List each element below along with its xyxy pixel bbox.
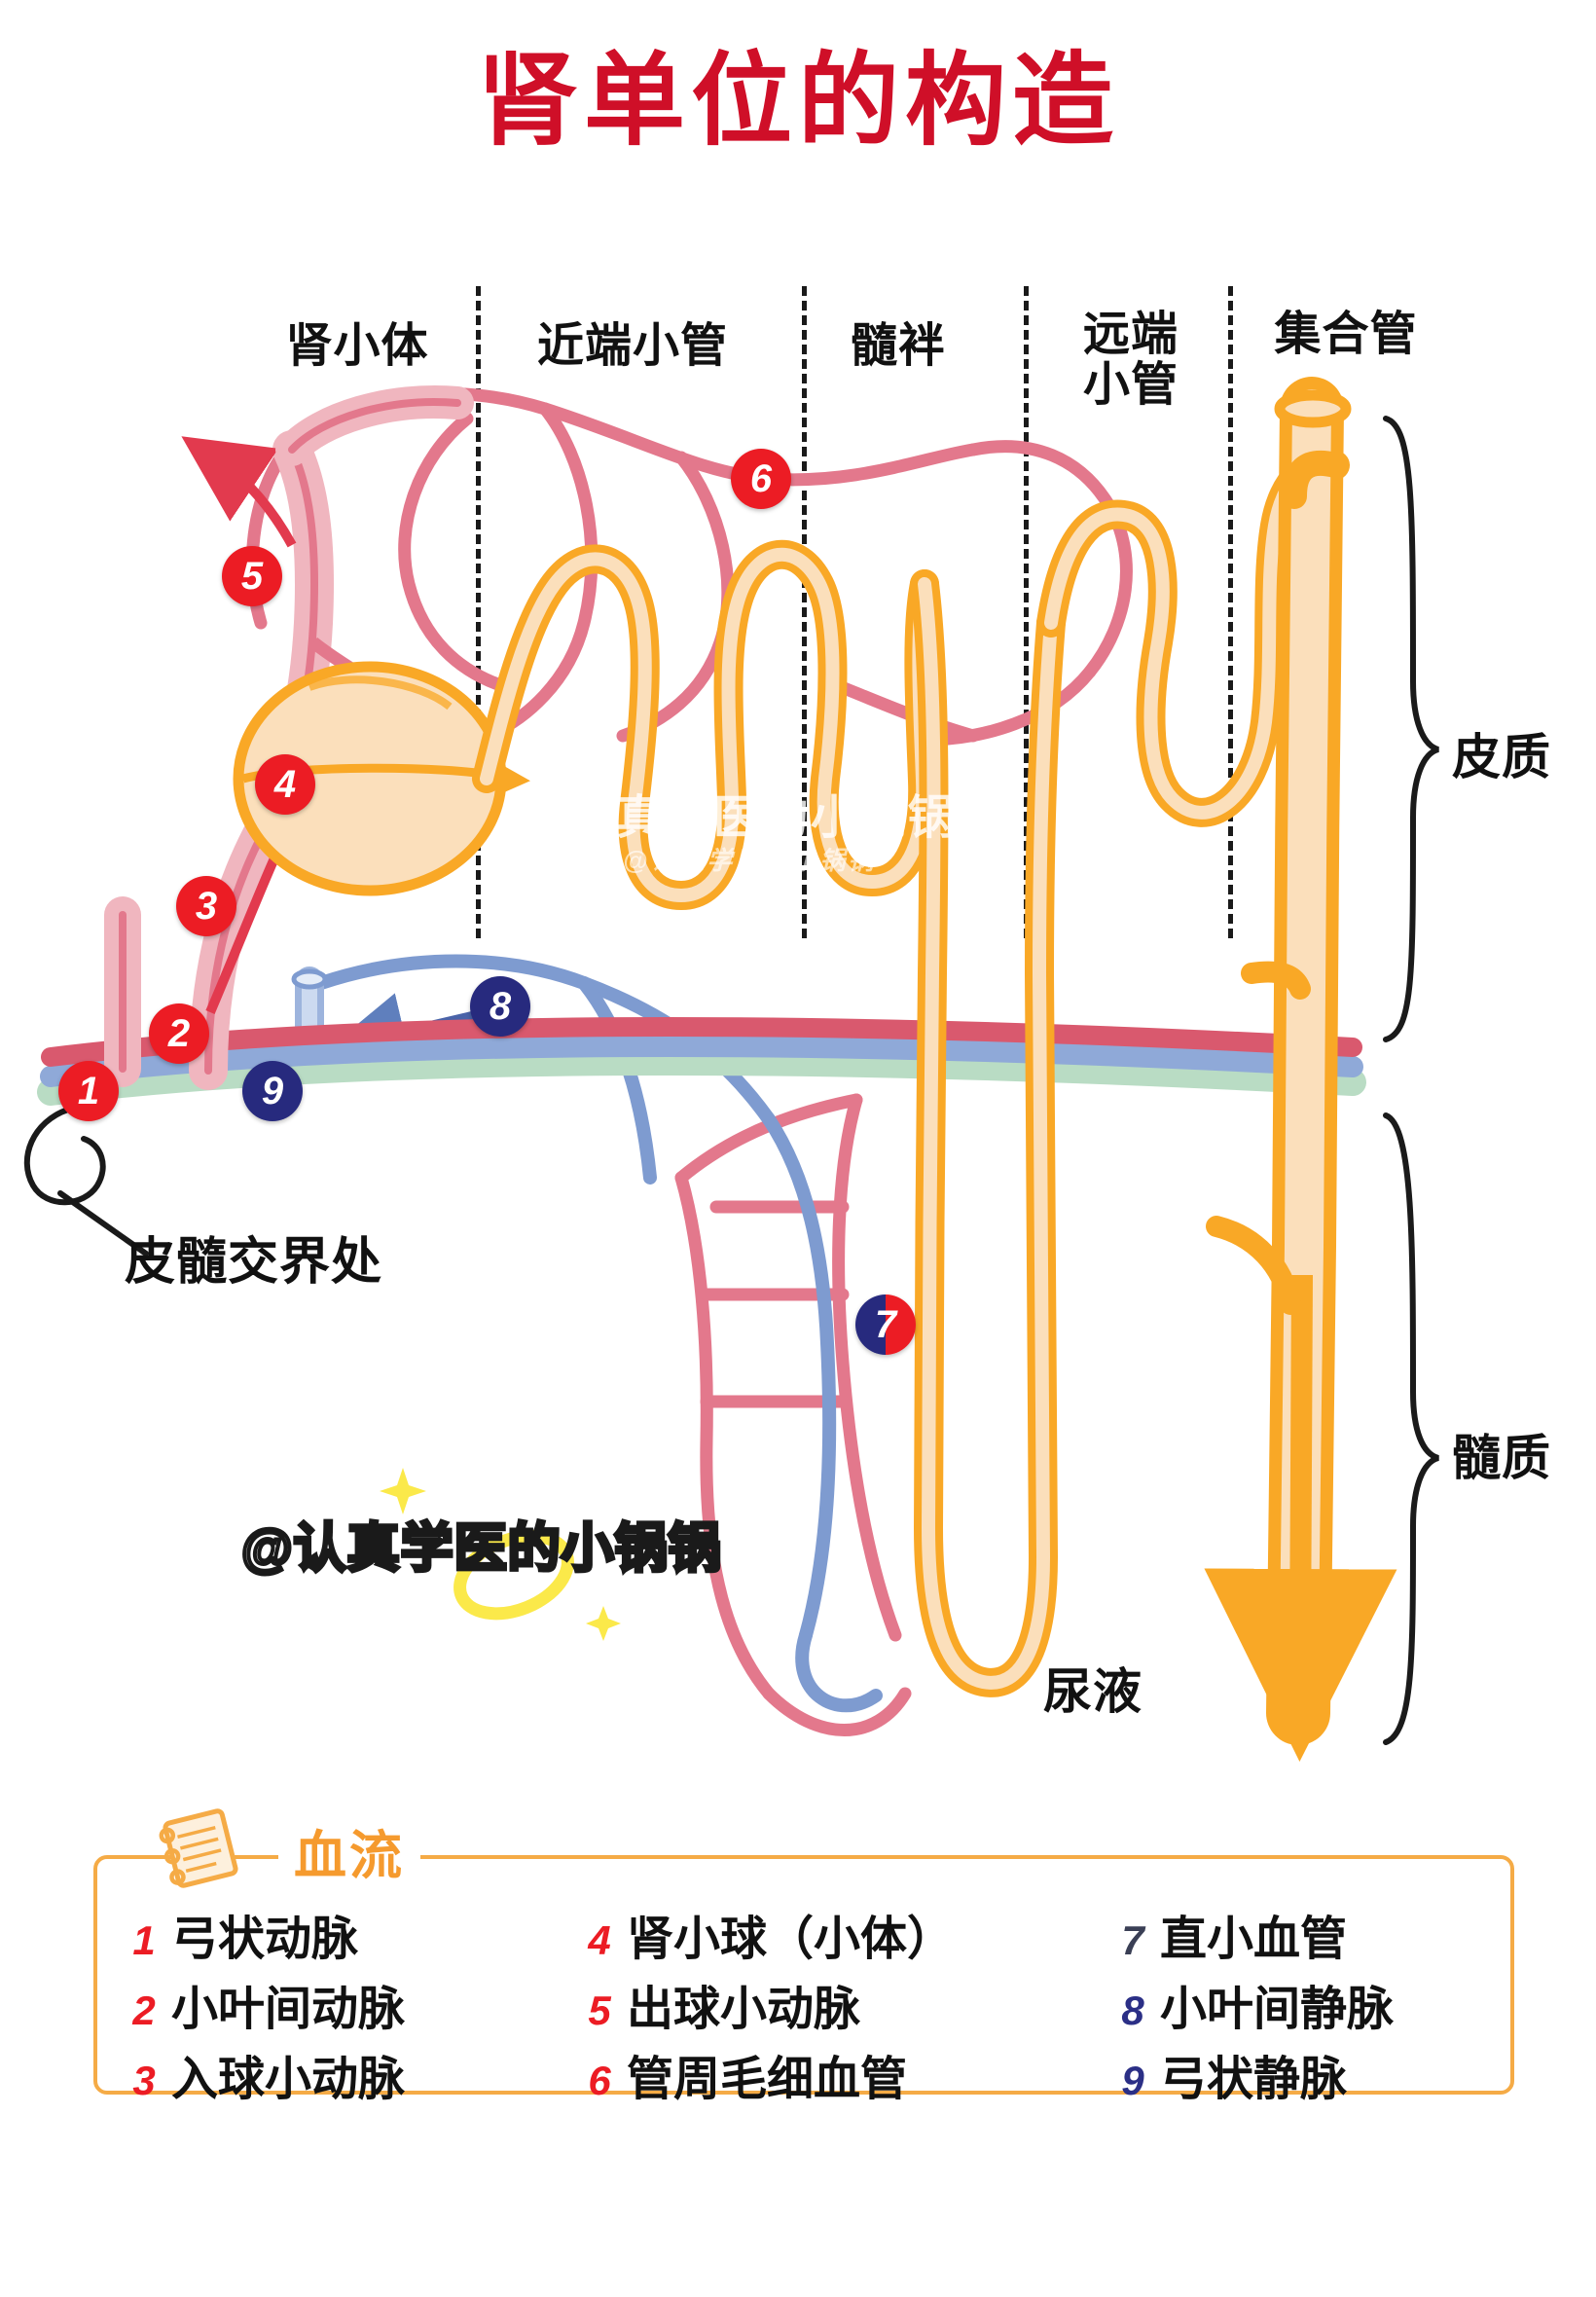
region-braces — [1383, 416, 1440, 1745]
zone-divider-2 — [802, 286, 807, 938]
medulla-brace — [1383, 1112, 1440, 1745]
loop-of-henle — [910, 569, 1066, 1697]
legend-number: 3 — [132, 2058, 156, 2103]
cortex-brace — [1383, 416, 1440, 1042]
proximal-convoluted-tubule-lumen — [480, 547, 931, 902]
loop-of-henle-lumen — [918, 577, 1058, 1690]
label-corticomedullary-junction: 皮髓交界处 — [125, 1234, 383, 1291]
label-cortex: 皮质 — [1452, 730, 1551, 784]
legend-item: 7 直小血管 — [1113, 1900, 1394, 1970]
legend-column-1: 1 弓状动脉 2 小叶间动脉 3 入球小动脉 — [125, 1900, 405, 2110]
page-title: 肾单位的构造 — [476, 45, 1119, 158]
zone-label-loop-of-henle: 髓袢 — [850, 320, 946, 372]
legend-box — [93, 1855, 1514, 2095]
legend-label: 肾小球（小体） — [627, 1914, 955, 1965]
legend-item: 9 弓状静脉 — [1113, 2040, 1394, 2110]
legend-item: 1 弓状动脉 — [125, 1900, 405, 1970]
legend-number: 2 — [132, 1987, 156, 2033]
marker-2[interactable]: 2 — [149, 1003, 209, 1064]
label-urine: 尿液 — [1043, 1664, 1143, 1719]
efferent-arteriole-arrow — [181, 436, 297, 548]
legend-label: 入球小动脉 — [171, 2054, 406, 2105]
collecting-duct — [1204, 377, 1397, 1762]
zone-divider-1 — [476, 286, 481, 938]
legend-item: 2 小叶间动脉 — [125, 1970, 405, 2040]
legend-item: 6 管周毛细血管 — [580, 2040, 954, 2110]
legend-label: 小叶间静脉 — [1160, 1984, 1395, 2035]
watermark-faint-sub: @认真学医的小锅锅 — [623, 846, 877, 875]
notebook-icon — [159, 1808, 238, 1888]
marker-5[interactable]: 5 — [222, 546, 282, 606]
watermark-main: @认真学医的小锅锅 — [239, 1517, 723, 1580]
sparkle-decoration — [380, 1468, 621, 1641]
legend-number: 6 — [588, 2058, 611, 2103]
distal-convoluted-tubule-lumen — [1044, 456, 1342, 820]
urine-flow-arrow — [1204, 1274, 1397, 1762]
marker-4[interactable]: 4 — [255, 754, 315, 815]
zone-label-renal-corpuscle: 肾小体 — [285, 320, 429, 372]
legend-label: 直小血管 — [1160, 1914, 1348, 1965]
legend-item: 5 出球小动脉 — [580, 1970, 954, 2040]
legend-column-2: 4 肾小球（小体） 5 出球小动脉 6 管周毛细血管 — [580, 1900, 954, 2110]
legend-label: 小叶间动脉 — [171, 1984, 406, 2035]
marker-7[interactable]: 7 — [855, 1294, 916, 1355]
legend-label: 出球小动脉 — [627, 1984, 861, 2035]
watermark-faint: @认真学医的小锅锅 — [520, 792, 957, 844]
legend-item: 4 肾小球（小体） — [580, 1900, 954, 1970]
zone-label-collecting-duct: 集合管 — [1274, 309, 1418, 360]
zone-label-distal-tubule: 远端 小管 — [1082, 309, 1179, 411]
legend-number: 4 — [588, 1917, 611, 1963]
junction-pointer — [23, 1107, 149, 1257]
renal-corpuscle-shape — [233, 661, 507, 896]
legend-number: 1 — [132, 1917, 156, 1963]
zone-label-proximal-tubule: 近端小管 — [536, 320, 728, 372]
legend-label: 弓状静脉 — [1160, 2054, 1348, 2105]
legend-number: 9 — [1121, 2058, 1144, 2103]
label-medulla: 髓质 — [1452, 1431, 1551, 1485]
legend-item: 8 小叶间静脉 — [1113, 1970, 1394, 2040]
legend-column-3: 7 直小血管 8 小叶间静脉 9 弓状静脉 — [1113, 1900, 1394, 2110]
marker-1[interactable]: 1 — [58, 1061, 119, 1121]
vasa-recta-pink — [674, 1093, 912, 1736]
marker-3[interactable]: 3 — [176, 876, 236, 936]
zone-divider-4 — [1228, 286, 1233, 938]
marker-6[interactable]: 6 — [731, 449, 791, 509]
legend-label: 管周毛细血管 — [627, 2054, 908, 2105]
legend-item: 3 入球小动脉 — [125, 2040, 405, 2110]
legend-number: 8 — [1121, 1987, 1144, 2033]
zone-divider-3 — [1024, 286, 1029, 938]
legend-number: 5 — [588, 1987, 611, 2033]
legend-number: 7 — [1121, 1917, 1144, 1963]
legend-label: 弓状动脉 — [171, 1914, 359, 1965]
legend-title: 血流 — [278, 1812, 420, 1889]
marker-8[interactable]: 8 — [470, 976, 530, 1037]
marker-9[interactable]: 9 — [242, 1061, 303, 1121]
